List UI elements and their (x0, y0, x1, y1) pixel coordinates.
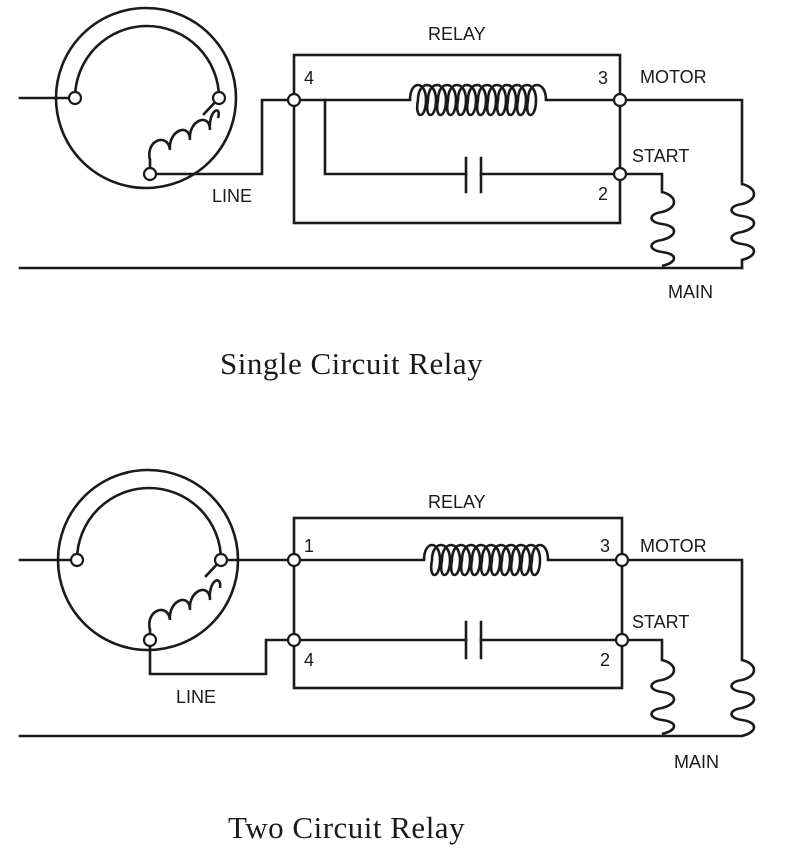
caption-single-circuit-relay: Single Circuit Relay (220, 346, 483, 381)
terminal-number-2-1: 2 (598, 184, 608, 204)
terminal-number-4-2: 4 (304, 650, 314, 670)
single-circuit-relay-diagram: RELAY LINE MOTOR START MAIN 4 3 2 Single… (18, 6, 756, 381)
protector-heater-coil-1 (148, 109, 221, 161)
capacitor-1 (464, 156, 483, 194)
overload-protector-1 (54, 6, 238, 190)
line-wire-2 (148, 638, 296, 676)
relay-terminal-3 (612, 92, 628, 108)
main-winding-1 (730, 182, 756, 262)
start-winding-1 (650, 190, 676, 268)
line-wire-1 (148, 98, 296, 176)
relay-terminal-3b (614, 552, 630, 568)
motor-label-1: MOTOR (640, 67, 707, 87)
relay-label-1: RELAY (428, 24, 486, 44)
main-winding-2 (730, 658, 756, 738)
protector-terminal-1b (211, 90, 227, 106)
main-label-2: MAIN (674, 752, 719, 772)
relay-terminal-4 (286, 92, 302, 108)
protector-terminal-2a (69, 552, 85, 568)
relay-box-1 (292, 53, 622, 225)
protector-terminal-2c (142, 632, 158, 648)
relay-terminal-1 (286, 552, 302, 568)
line-label-2: LINE (176, 687, 216, 707)
terminal-number-3-1: 3 (598, 68, 608, 88)
relay-terminal-2 (612, 166, 628, 182)
relay-coil-1 (408, 83, 548, 117)
terminal-number-3-2: 3 (600, 536, 610, 556)
relay-terminal-4b (286, 632, 302, 648)
two-circuit-relay-diagram: RELAY LINE MOTOR START MAIN 1 4 3 2 Two … (18, 468, 756, 845)
relay-coil-2 (422, 543, 550, 577)
relay-box-2 (292, 516, 624, 690)
start-label-2: START (632, 612, 689, 632)
line-label-1: LINE (212, 186, 252, 206)
protector-terminal-2b (213, 552, 229, 568)
overload-protector-2 (56, 468, 240, 652)
relay-label-2: RELAY (428, 492, 486, 512)
protector-heater-coil-2 (148, 579, 222, 631)
terminal-number-4-1: 4 (304, 68, 314, 88)
motor-label-2: MOTOR (640, 536, 707, 556)
relay-terminal-2b (614, 632, 630, 648)
caption-two-circuit-relay: Two Circuit Relay (228, 810, 465, 845)
main-label-1: MAIN (668, 282, 713, 302)
start-winding-2 (650, 658, 676, 736)
terminal-number-2-2: 2 (600, 650, 610, 670)
terminal-number-1-2: 1 (304, 536, 314, 556)
protector-terminal-1a (67, 90, 83, 106)
capacitor-2 (464, 620, 483, 660)
start-label-1: START (632, 146, 689, 166)
protector-terminal-1c (142, 166, 158, 182)
